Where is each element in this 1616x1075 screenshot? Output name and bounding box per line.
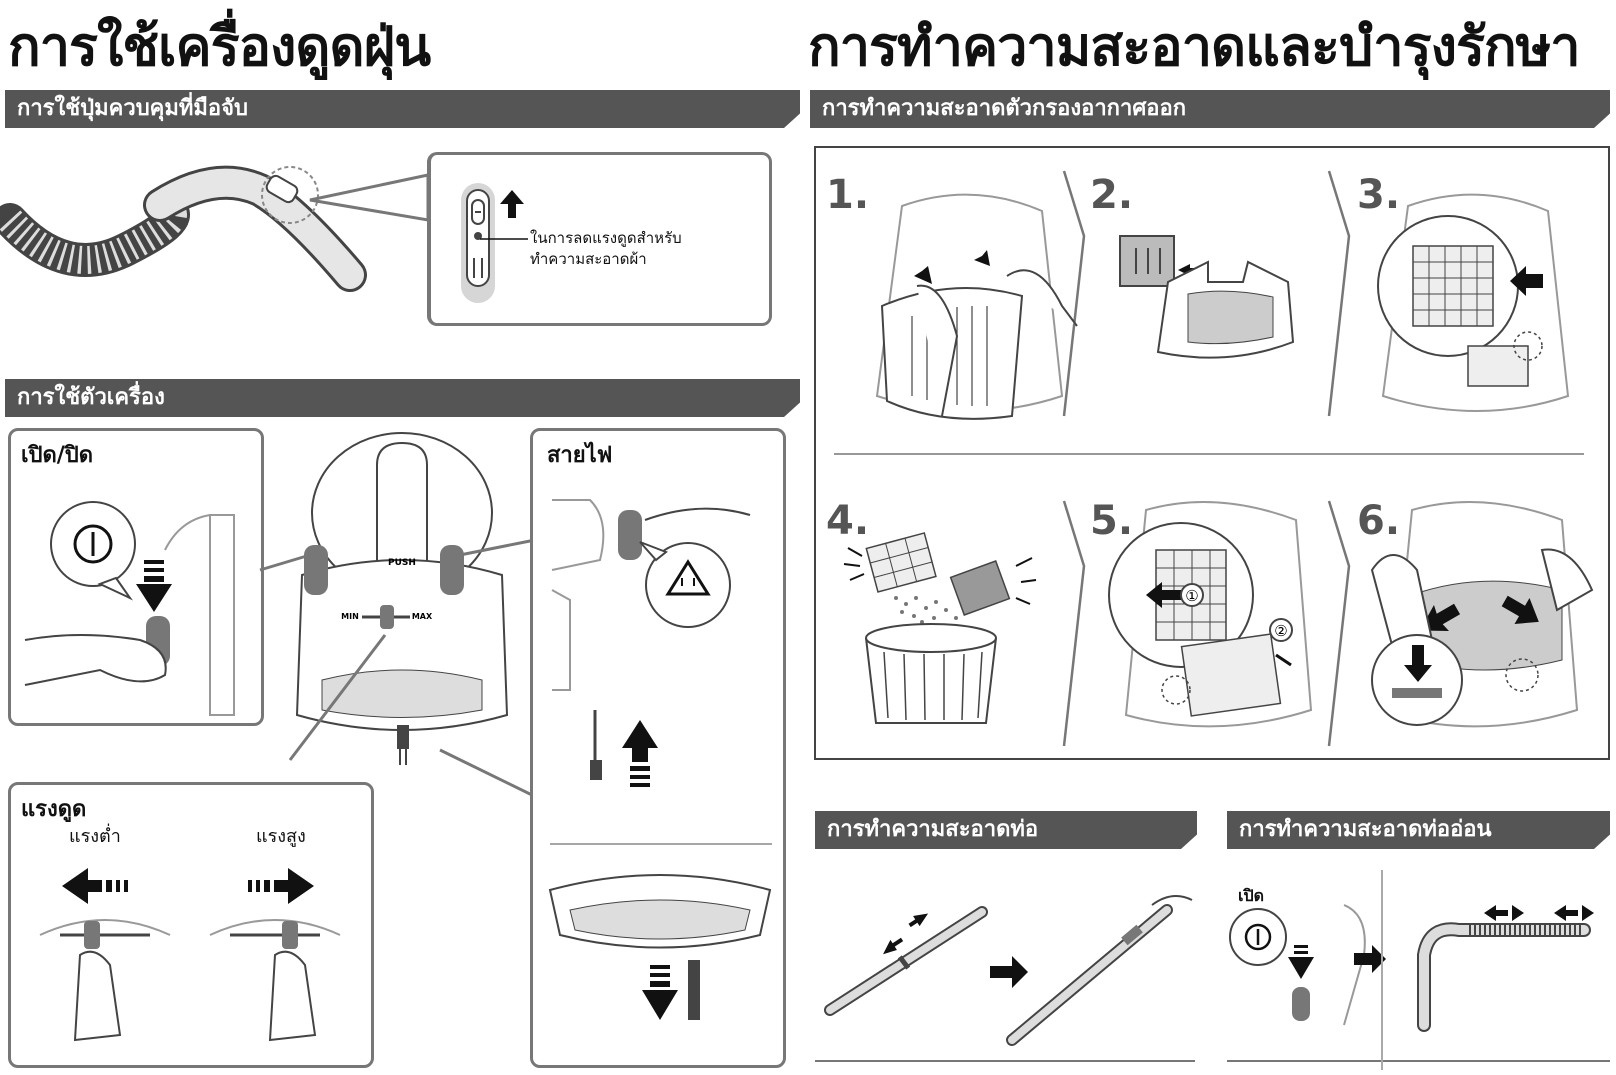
- hose-open-label: เปิด: [1238, 886, 1265, 905]
- step-1-number: 1.: [826, 172, 870, 218]
- step-3-illustration: [1377, 193, 1570, 412]
- section-bar-pipe: การทำความสะอาดท่อ: [815, 811, 1197, 849]
- step-1-illustration: [875, 193, 1078, 420]
- hose-handle-illustration: [0, 165, 367, 292]
- plug-icon: [665, 559, 711, 596]
- hose-bottom-rule: [1227, 1060, 1610, 1062]
- step-2-number: 2.: [1090, 172, 1134, 218]
- step-dividers: [834, 170, 1584, 747]
- handle-button-zoom: [461, 183, 495, 303]
- power-icon: [1244, 923, 1272, 951]
- step-6-number: 6.: [1357, 498, 1401, 544]
- step-6-illustration: [1370, 501, 1594, 728]
- arrow-up-icon: [622, 720, 658, 787]
- cord-panel-illustration: [548, 499, 772, 1020]
- section-bar-body-use: การใช้ตัวเครื่อง: [5, 379, 800, 417]
- power-panel-illustration: [24, 501, 235, 716]
- arrow-right-icon: [248, 868, 314, 904]
- note-leader-line: [480, 238, 528, 240]
- step-2-illustration: [1119, 235, 1295, 359]
- step-5-number: 5.: [1090, 498, 1134, 544]
- handle-note-line1: ในการลดแรงดูดสำหรับ: [530, 229, 682, 247]
- suction-high-label: แรงสูง: [256, 826, 306, 847]
- page-title-right: การทำความสะอาดและบำรุงรักษา: [808, 15, 1581, 78]
- handle-callout-panel: [427, 152, 772, 326]
- pipe-cleaning-illustration: [824, 895, 1193, 1046]
- arrow-left-icon: [62, 868, 128, 904]
- power-icon: [73, 524, 113, 564]
- power-panel-label: เปิด/ปิด: [21, 443, 94, 468]
- vacuum-body-illustration: PUSH MIN MAX: [295, 432, 509, 765]
- max-label: MAX: [412, 612, 433, 621]
- arrow-down-icon: [642, 965, 678, 1020]
- arrow-down-icon: [1288, 945, 1314, 979]
- handle-note-line2: ทำความสะอาดผ้า: [530, 250, 647, 268]
- hose-divider: [1381, 870, 1383, 1070]
- section-bar-handle-controls: การใช้ปุ่มควบคุมที่มือจับ: [5, 90, 800, 128]
- leader-lines: [259, 538, 536, 797]
- step-marker-1: ①: [1185, 587, 1198, 605]
- section-bar-hose: การทำความสะอาดท่ออ่อน: [1227, 811, 1610, 849]
- pipe-bottom-rule: [815, 1060, 1195, 1062]
- section-bar-exhaust-filter: การทำความสะอาดตัวกรองอากาศออก: [810, 90, 1610, 128]
- push-label: PUSH: [388, 558, 416, 568]
- suction-low-label: แรงต่ำ: [69, 826, 121, 847]
- hose-cleaning-illustration: [1229, 904, 1594, 1032]
- step-5-illustration: ① ②: [1108, 501, 1313, 728]
- step-3-number: 3.: [1357, 172, 1401, 218]
- suction-slider-high: [209, 919, 341, 1042]
- step-marker-2: ②: [1274, 622, 1287, 640]
- suction-panel-label: แรงดูด: [21, 797, 87, 822]
- suction-slider-low: [39, 919, 171, 1042]
- arrow-up-icon: [500, 190, 524, 218]
- cord-panel-label: สายไฟ: [547, 443, 613, 468]
- step-4-illustration: [843, 532, 1037, 724]
- min-label: MIN: [341, 612, 359, 621]
- page-title-left: การใช้เครื่องดูดฝุ่น: [8, 15, 431, 78]
- step-4-number: 4.: [826, 498, 870, 544]
- arrow-down-icon: [136, 560, 172, 612]
- callout-pointer: [309, 173, 430, 222]
